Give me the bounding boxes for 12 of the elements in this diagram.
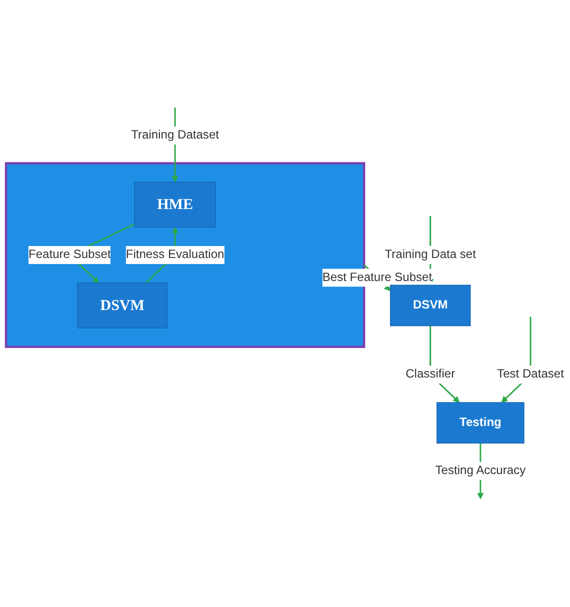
edge-label: Training Dataset [131, 128, 219, 142]
node-box: Testing [436, 402, 524, 444]
edge-label: Test Dataset [497, 368, 564, 381]
node-box: HME [134, 182, 216, 228]
edge-label: Fitness Evaluation [126, 248, 224, 262]
edge-label: Testing Accuracy [435, 464, 526, 478]
edge-label: Training Data set [384, 248, 476, 262]
edge-label: Classifier [406, 368, 456, 381]
edge-label: Feature Subset [28, 248, 111, 262]
edge-label: Best Feature Subset [322, 271, 432, 284]
node-box: DSVM [390, 285, 471, 326]
node-box: DSVM [77, 282, 168, 329]
